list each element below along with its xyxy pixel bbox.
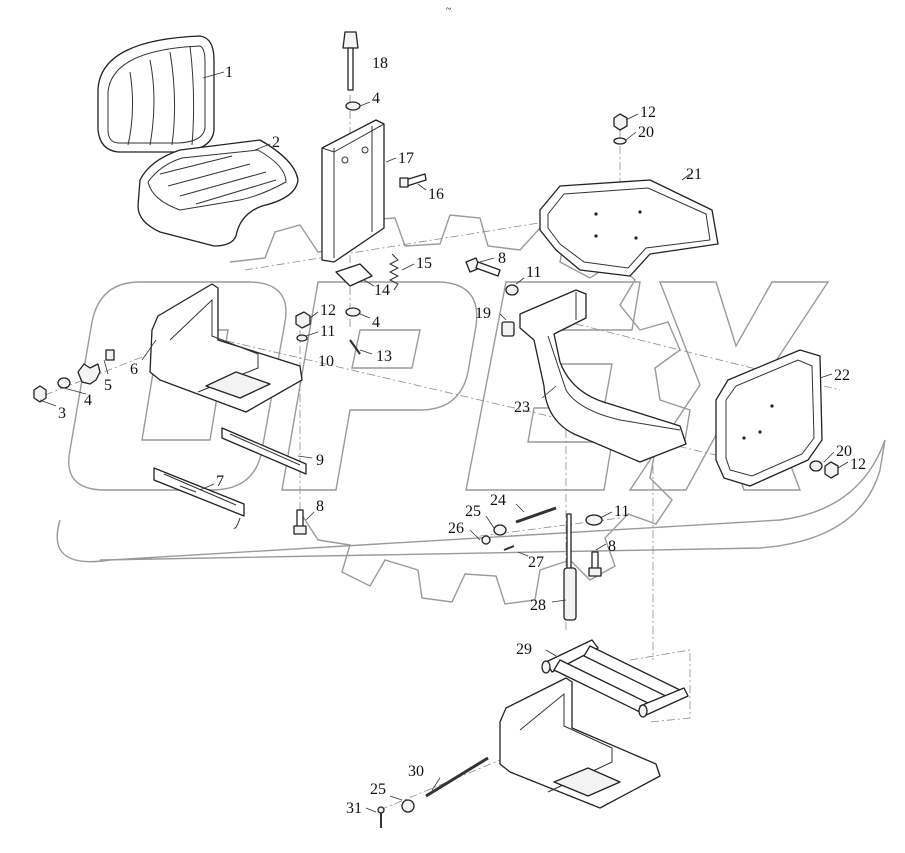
part-3-nut-left — [33, 385, 47, 403]
part-31-pin-bottom — [377, 806, 385, 828]
callout-15: 15 — [416, 255, 432, 272]
part-25-washer-bottom — [401, 799, 415, 813]
part-30-rod — [425, 756, 489, 798]
callout-28: 28 — [530, 597, 546, 614]
callout-18: 18 — [372, 55, 388, 72]
part-20-washer-right — [809, 460, 823, 472]
callout-8-lower: 8 — [608, 538, 616, 555]
callout-17: 17 — [398, 150, 414, 167]
part-5-square-nut — [105, 349, 115, 361]
watermark-gear — [229, 214, 691, 605]
part-27-pin — [503, 545, 515, 551]
part-8-bolt-left — [293, 509, 307, 535]
part-5-star-knob — [77, 363, 101, 385]
part-1-backrest-cushion — [97, 35, 215, 153]
watermark-letter-x — [628, 281, 830, 491]
callout-5: 5 — [104, 377, 112, 394]
header-mark: ~ — [446, 4, 452, 15]
part-13-pin — [349, 339, 361, 355]
callout-14: 14 — [374, 282, 390, 299]
part-8-bolt-lower — [588, 551, 602, 577]
callout-4-top: 4 — [372, 90, 380, 107]
part-4-washer-center — [345, 307, 361, 317]
watermark-swoosh — [56, 439, 886, 563]
part-6-seat-base-bracket — [149, 283, 303, 413]
part-8-bolt-center — [465, 257, 501, 277]
callout-10: 10 — [318, 353, 334, 370]
callout-4-center: 4 — [372, 314, 380, 331]
callout-25-mid: 25 — [465, 503, 481, 520]
part-2-seat-cushion — [137, 139, 299, 247]
part-21-seat-pan — [539, 179, 719, 277]
callout-22: 22 — [834, 367, 850, 384]
callout-23: 23 — [514, 399, 530, 416]
part-19-bushing — [501, 321, 515, 337]
callout-8-left: 8 — [316, 498, 324, 515]
leader-lines — [39, 71, 849, 813]
callout-6: 6 — [130, 361, 138, 378]
callout-19: 19 — [475, 305, 491, 322]
part-4-washer-left — [57, 377, 71, 389]
callout-labels: 1 2 3 4 4 4 5 6 7 8 8 8 9 10 11 11 11 12… — [58, 55, 866, 817]
callout-12-right: 12 — [850, 456, 866, 473]
callout-12-center: 12 — [320, 302, 336, 319]
callout-21: 21 — [686, 166, 702, 183]
callout-16: 16 — [428, 186, 444, 203]
part-28-gas-spring — [563, 513, 577, 621]
part-22-backrest-panel — [715, 349, 823, 487]
callout-11-center: 11 — [320, 323, 335, 340]
callout-8-center: 8 — [498, 250, 506, 267]
callout-24: 24 — [490, 492, 506, 509]
callout-25-bottom: 25 — [370, 781, 386, 798]
part-16-bolt — [399, 173, 427, 188]
callout-29: 29 — [516, 641, 532, 658]
callout-26: 26 — [448, 520, 464, 537]
callout-2: 2 — [272, 134, 280, 151]
callout-4-left: 4 — [84, 392, 92, 409]
part-20-washer-top-right — [613, 137, 627, 145]
part-11-washer-center — [296, 334, 308, 342]
part-9-slide-rail — [221, 427, 307, 475]
part-base-bracket-lower — [499, 677, 661, 809]
callout-3: 3 — [58, 405, 66, 422]
part-11-washer-right — [505, 284, 519, 296]
part-12-nut-right — [824, 461, 839, 479]
callout-31: 31 — [346, 800, 362, 817]
callout-27: 27 — [528, 554, 544, 571]
part-17-backrest-bracket — [321, 119, 385, 263]
part-11-washer-lower — [585, 514, 603, 526]
part-7-adjust-rail — [153, 467, 245, 529]
part-12-nut-center — [295, 311, 311, 329]
part-29-pivot-frame — [541, 639, 689, 718]
part-14-clip — [335, 263, 373, 287]
part-4-washer-top — [345, 101, 361, 111]
part-26-clip-mid — [481, 535, 491, 545]
callout-1: 1 — [225, 64, 233, 81]
callout-9: 9 — [316, 452, 324, 469]
callout-13: 13 — [376, 348, 392, 365]
part-24-rod — [515, 506, 557, 524]
callout-20-top: 20 — [638, 124, 654, 141]
watermark-letter-p — [281, 281, 478, 491]
callout-7: 7 — [216, 473, 224, 490]
part-25-washer-mid — [493, 524, 507, 536]
callout-11-lower: 11 — [614, 503, 629, 520]
part-23-seat-frame — [519, 289, 687, 463]
callout-30: 30 — [408, 763, 424, 780]
part-15-spring — [388, 253, 400, 291]
part-18-knob-bolt — [342, 31, 359, 91]
part-12-nut-top-right — [613, 113, 628, 131]
callout-20-right: 20 — [836, 443, 852, 460]
callout-12-top: 12 — [640, 104, 656, 121]
callout-11-right: 11 — [526, 264, 541, 281]
